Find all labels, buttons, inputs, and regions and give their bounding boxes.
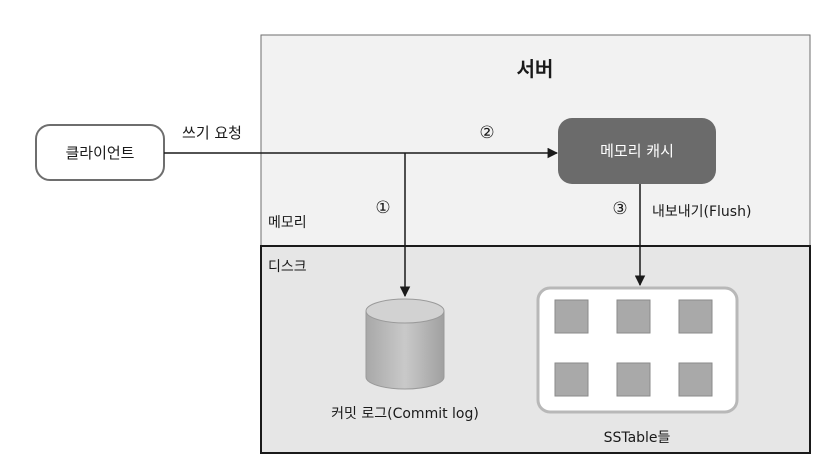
sstable-tile (678, 362, 713, 397)
client-label: 클라이언트 (65, 144, 134, 162)
step-two-label: ② (479, 123, 494, 143)
disk-label: 디스크 (268, 259, 307, 275)
memory-cache-label: 메모리 캐시 (600, 142, 674, 160)
sstables-label: SSTable들 (604, 430, 671, 446)
sstable-tile (616, 299, 651, 334)
memory-label: 메모리 (268, 215, 307, 231)
sstable-tile (554, 362, 589, 397)
write-request-label: 쓰기 요청 (182, 124, 242, 142)
commit-log-label: 커밋 로그(Commit log) (331, 406, 479, 422)
memory-cache-box (558, 118, 716, 184)
sstable-tiles (554, 299, 713, 397)
server-title: 서버 (517, 57, 554, 81)
sstable-tile (554, 299, 589, 334)
commit-log-cylinder-icon (365, 298, 445, 390)
step-one-label: ① (375, 198, 390, 218)
sstable-tile (616, 362, 651, 397)
sstable-tile (678, 299, 713, 334)
server-box (260, 34, 811, 247)
flush-label: 내보내기(Flush) (652, 204, 751, 220)
step-three-label: ③ (612, 199, 627, 219)
